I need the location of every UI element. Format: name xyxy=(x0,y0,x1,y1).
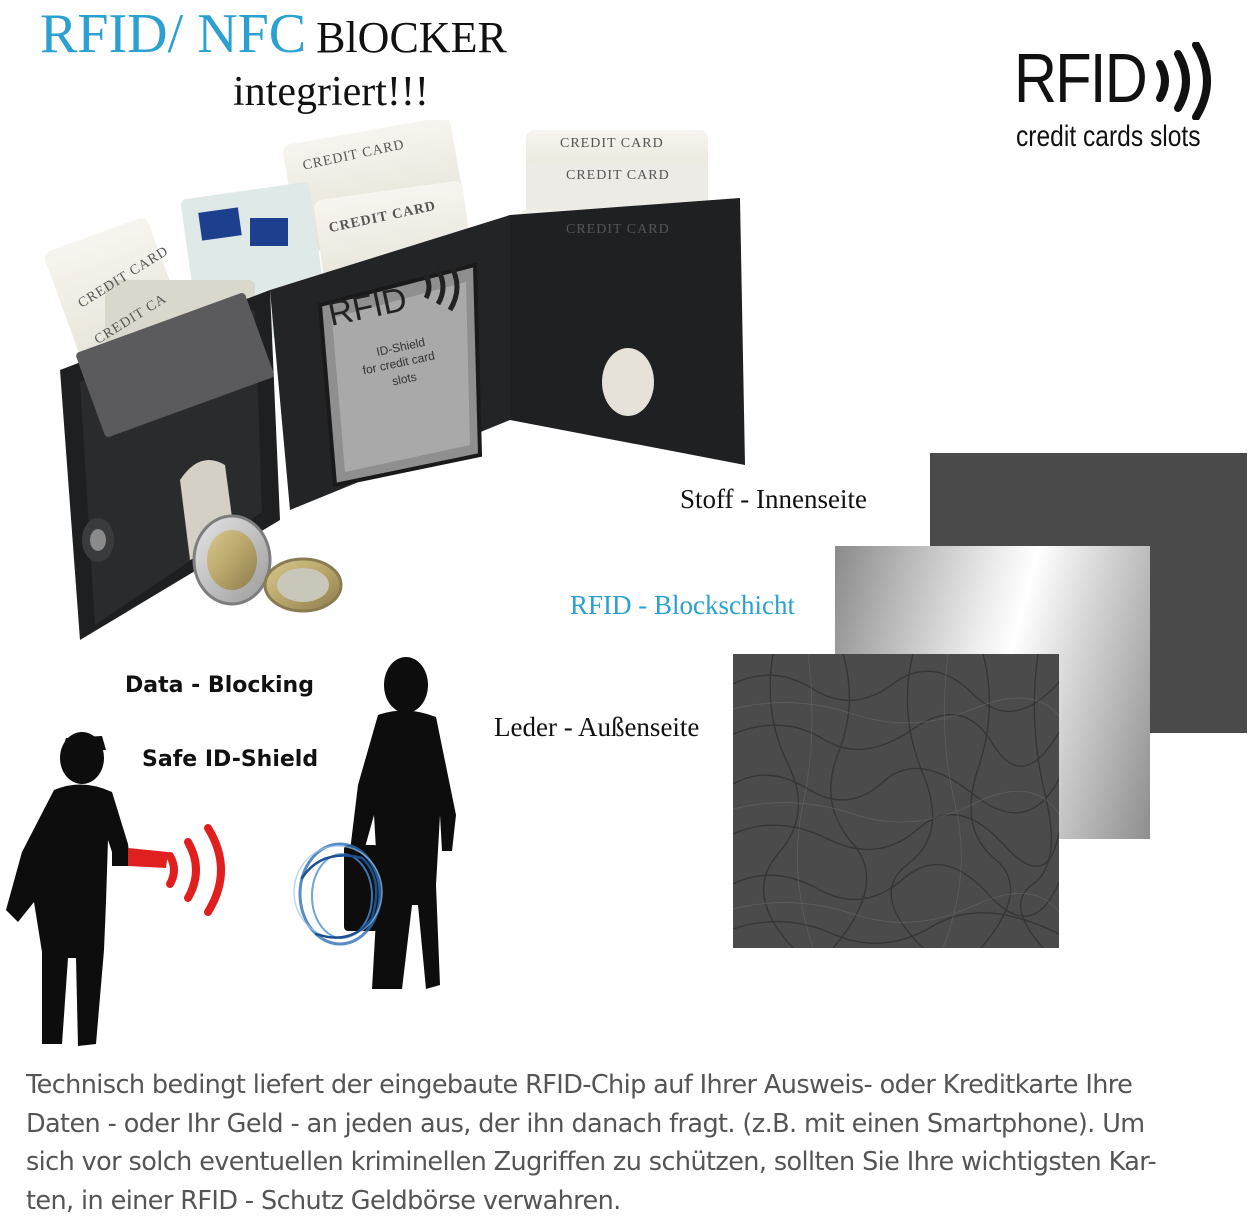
leather-texture xyxy=(733,654,1059,948)
title-subtitle: integriert!!! xyxy=(233,69,429,115)
wallet-image: CREDIT CARD CREDIT CARD CREDIT CARD CRED… xyxy=(40,117,760,650)
person-silhouette-icon xyxy=(344,657,456,989)
signal-waves-icon xyxy=(166,824,225,916)
footer-line: Daten - oder Ihr Geld - an jeden aus, de… xyxy=(26,1108,1145,1139)
footer-line: ten, in einer RFID - Schutz Geldbörse ve… xyxy=(26,1185,621,1216)
card-label: CREDIT CARD xyxy=(566,168,670,183)
shield-swirl-icon xyxy=(293,842,383,946)
footer-line: Technisch bedingt liefert der eingebaute… xyxy=(26,1070,1133,1100)
label-leather: Leder - Außenseite xyxy=(494,712,700,742)
title-rfid-nfc: RFID/ NFC xyxy=(40,3,307,65)
wallet-illustration xyxy=(44,117,745,640)
card-label: CREDIT CARD xyxy=(560,136,664,151)
thief-silhouette-icon xyxy=(6,732,130,1046)
rfid-logo-sub: credit cards slots xyxy=(1016,120,1201,153)
label-safe-id-shield: Safe ID-Shield xyxy=(142,747,319,772)
rfid-waves-icon xyxy=(1156,42,1211,120)
rfid-logo: RFID credit cards slots xyxy=(1010,36,1225,156)
footer-line: sich vor solch eventuellen kriminellen Z… xyxy=(26,1147,1157,1177)
card-label: CREDIT CARD xyxy=(566,222,670,237)
title-blocker: BlOCKER xyxy=(316,13,507,62)
coins xyxy=(192,514,343,613)
reader-device-icon xyxy=(112,848,168,868)
label-data-blocking: Data - Blocking xyxy=(125,673,314,698)
layer-leather xyxy=(733,654,1059,948)
id-window-waves-icon xyxy=(423,262,460,312)
footer-paragraph: Technisch bedingt liefert der eingebaute… xyxy=(26,1066,1226,1220)
wallet-body xyxy=(60,198,745,640)
label-fabric: Stoff - Innenseite xyxy=(680,484,867,514)
label-rfid-block: RFID - Blockschicht xyxy=(570,590,795,620)
rfid-logo-main: RFID xyxy=(1014,39,1148,117)
